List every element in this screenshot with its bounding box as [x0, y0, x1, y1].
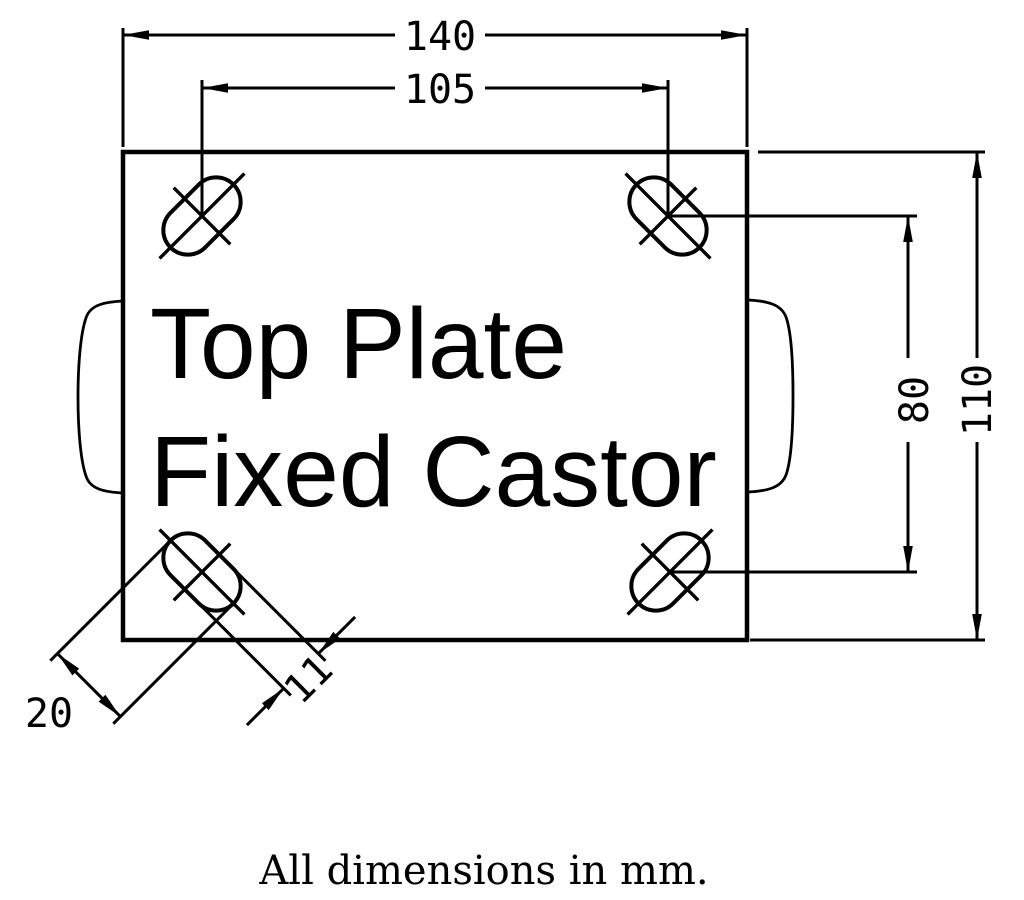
- extension-line: [183, 588, 292, 697]
- dimension-value-110: 110: [955, 364, 1001, 436]
- dimension-value-11: 11: [276, 647, 343, 714]
- right-fork-tab: [747, 298, 795, 494]
- arrowhead-right: [721, 30, 747, 40]
- arrowhead-up: [903, 216, 913, 242]
- arrowhead-lower: [261, 688, 284, 711]
- slot-outline: [629, 531, 711, 613]
- dimension-value-80: 80: [892, 376, 938, 424]
- part-title-line2: Fixed Castor: [150, 416, 717, 528]
- dimension-hole-spacing-width: 105: [200, 67, 670, 216]
- dimension-hole-spacing-depth: 80: [668, 214, 938, 574]
- slot-outline: [627, 175, 709, 257]
- slot-outline: [161, 175, 243, 257]
- slot-cross-mark: [172, 542, 232, 602]
- arrowhead-left: [123, 30, 149, 40]
- extension-line: [112, 602, 235, 725]
- extension-line: [218, 553, 327, 662]
- extension-line: [49, 539, 172, 662]
- arrowhead-upper: [318, 631, 341, 654]
- dimension-value-140: 140: [404, 14, 476, 60]
- dimension-value-20: 20: [25, 691, 73, 737]
- dimension-plate-depth: 110: [750, 150, 1001, 642]
- dimension-plate-width: 140: [121, 14, 749, 147]
- top-plate-outline: [120, 149, 750, 643]
- left-fork-tab: [76, 299, 124, 495]
- arrowhead-right: [642, 83, 668, 93]
- part-title-line1: Top Plate: [150, 288, 567, 400]
- arrowhead-down: [972, 614, 982, 640]
- arrowhead-lower: [98, 694, 121, 717]
- units-caption: All dimensions in mm.: [258, 848, 708, 894]
- dimension-value-105: 105: [404, 67, 476, 113]
- arrowhead-up: [972, 152, 982, 178]
- arrowhead-upper: [57, 653, 80, 676]
- dimension-slot-length: 20: [25, 539, 235, 737]
- arrowhead-down: [903, 546, 913, 572]
- arrowhead-left: [202, 83, 228, 93]
